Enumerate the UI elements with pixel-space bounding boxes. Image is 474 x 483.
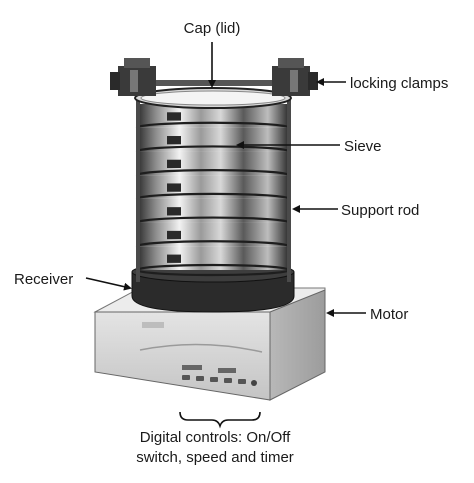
sieve-label: Sieve: [344, 138, 382, 155]
controls-label-line2: switch, speed and timer: [136, 449, 294, 466]
sieve-tag: [167, 136, 181, 145]
controls-brace: [179, 411, 261, 429]
leader-lines: [85, 42, 366, 429]
locking-clamp-right: [272, 58, 318, 96]
control-knob: [251, 380, 257, 386]
locking-clamp-left: [110, 58, 156, 96]
controls-label-line1: Digital controls: On/Off: [140, 429, 291, 446]
support-rod-left: [136, 82, 140, 282]
support-rods: [136, 82, 291, 282]
sieve-tag: [167, 159, 181, 169]
sieve-stack: [135, 104, 291, 277]
sieve-tag: [167, 112, 181, 121]
sieve-tag: [167, 254, 181, 263]
receiver-label: Receiver: [14, 271, 73, 288]
sieve-ring: [137, 222, 289, 247]
clamps-label: locking clamps: [350, 75, 448, 92]
control-display: [182, 365, 202, 370]
control-button: [182, 375, 190, 380]
sieve-ring: [137, 104, 289, 128]
brand-mark: [142, 322, 164, 328]
control-button: [238, 379, 246, 384]
lid-inner: [140, 90, 286, 106]
sieve-ring: [137, 151, 289, 176]
sieve-tag: [167, 230, 181, 240]
control-panel: [182, 365, 257, 386]
cap-label: Cap (lid): [184, 20, 241, 37]
motor-label: Motor: [370, 306, 408, 323]
sieve-ring: [137, 246, 289, 270]
sieve-tag: [167, 207, 181, 216]
support-rod-right: [287, 82, 291, 282]
control-display: [218, 368, 236, 373]
control-button: [196, 376, 204, 381]
support-rod-label: Support rod: [341, 202, 419, 219]
sieve-ring: [137, 175, 289, 199]
receiver-arrow: [85, 277, 132, 291]
receiver-pan: [131, 271, 295, 313]
sieve-tag: [167, 183, 181, 192]
control-button: [224, 378, 232, 383]
control-button: [210, 377, 218, 382]
base-front-face: [94, 311, 271, 401]
sieve-ring: [137, 198, 289, 223]
base-front-curve: [139, 343, 263, 353]
